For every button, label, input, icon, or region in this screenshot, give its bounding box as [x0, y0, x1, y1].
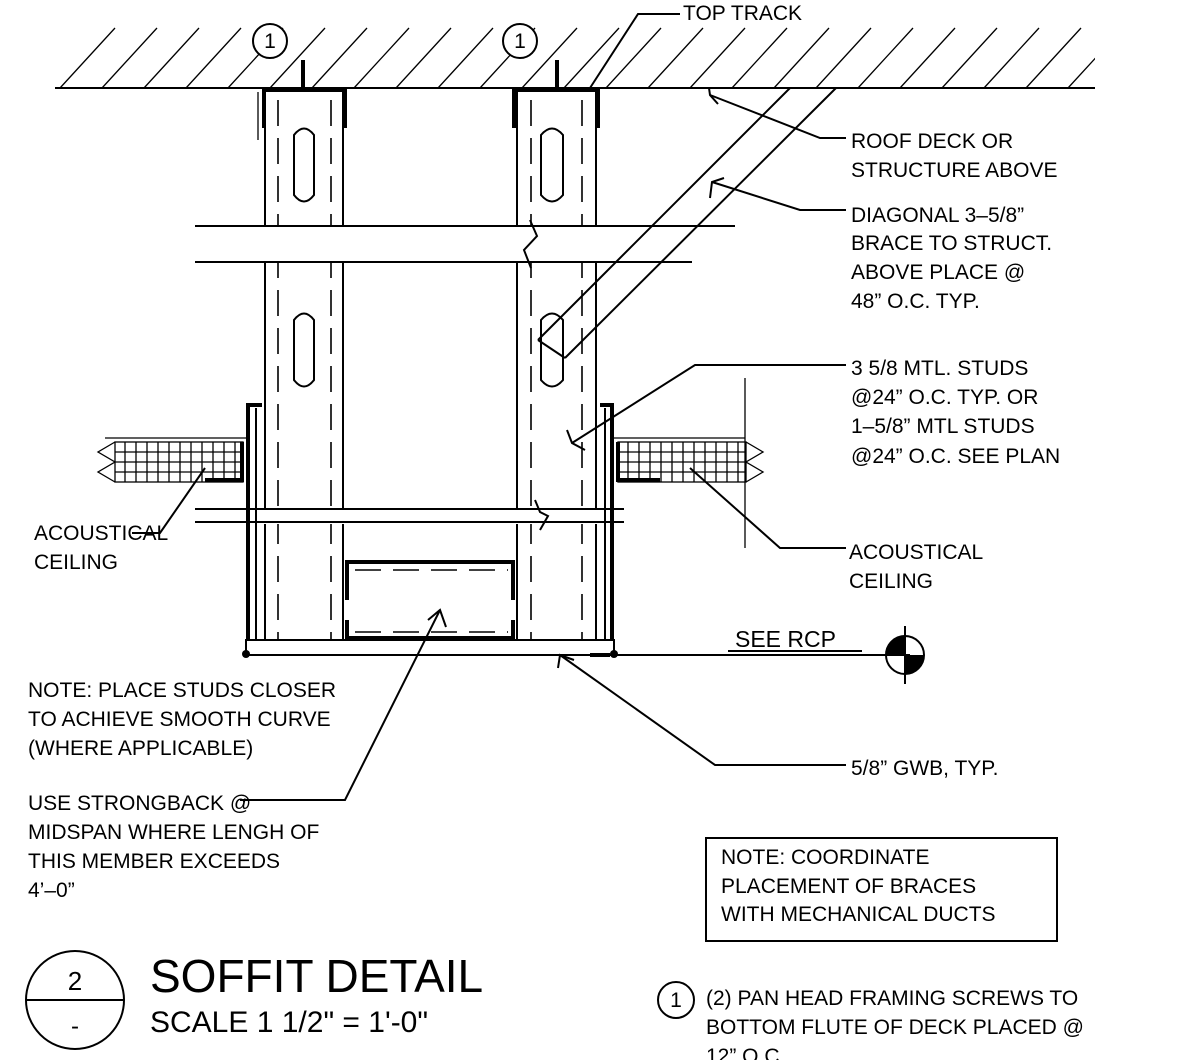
- coordinate-note-box: [705, 837, 1058, 942]
- tag-1-right: 1: [514, 30, 526, 53]
- see-rcp-symbol: [600, 626, 925, 684]
- stud-left: [264, 90, 344, 640]
- note-strongback-4: 4’–0”: [28, 879, 75, 902]
- label-studs-4: @24” O.C. SEE PLAN: [851, 445, 1060, 468]
- label-studs-2: @24” O.C. TYP. OR: [851, 386, 1038, 409]
- note-studs-1: NOTE: PLACE STUDS CLOSER: [28, 679, 336, 702]
- acoustical-ceiling-right-panel: [616, 441, 765, 483]
- footnote-tag-circle: [657, 981, 695, 1019]
- label-acoustical-left-2: CEILING: [34, 551, 118, 574]
- note-strongback-2: MIDSPAN WHERE LENGH OF: [28, 821, 319, 844]
- label-acoustical-right-1: ACOUSTICAL: [849, 541, 983, 564]
- detail-title: SOFFIT DETAIL: [150, 950, 483, 1002]
- diagonal-brace: [537, 87, 837, 359]
- note-strongback-1: USE STRONGBACK @: [28, 792, 251, 815]
- break-line-upper: [195, 219, 740, 269]
- tag-1-left: 1: [264, 30, 276, 53]
- sheet-number: -: [71, 1013, 79, 1040]
- note-strongback-3: THIS MEMBER EXCEEDS: [28, 850, 280, 873]
- roof-deck: [55, 27, 1095, 89]
- label-roof-deck-1: ROOF DECK OR: [851, 130, 1013, 153]
- note-studs-2: TO ACHIEVE SMOOTH CURVE: [28, 708, 331, 731]
- soffit-walls: [105, 378, 746, 640]
- label-studs-3: 1–5/8” MTL STUDS: [851, 415, 1035, 438]
- label-gwb: 5/8” GWB, TYP.: [851, 757, 998, 780]
- top-track-right: [502, 23, 600, 128]
- footnote-line-3: 12” O.C.: [706, 1045, 785, 1060]
- acoustical-ceiling-left-panel: [96, 441, 244, 483]
- label-roof-deck-2: STRUCTURE ABOVE: [851, 159, 1058, 182]
- label-see-rcp: SEE RCP: [735, 626, 836, 652]
- detail-number: 2: [68, 966, 82, 996]
- strongback: [345, 560, 515, 640]
- note-coordinate-1: NOTE: COORDINATE: [721, 846, 929, 869]
- footnote-line-2: BOTTOM FLUTE OF DECK PLACED @: [706, 1016, 1084, 1039]
- note-coordinate-2: PLACEMENT OF BRACES: [721, 875, 976, 898]
- break-line-lower: [195, 499, 625, 531]
- label-diagonal-3: ABOVE PLACE @: [851, 261, 1025, 284]
- leaders: [132, 13, 846, 801]
- label-diagonal-2: BRACE TO STRUCT.: [851, 232, 1052, 255]
- footnote-tag-number: 1: [670, 989, 682, 1012]
- note-studs-3: (WHERE APPLICABLE): [28, 737, 253, 760]
- note-coordinate-3: WITH MECHANICAL DUCTS: [721, 903, 996, 926]
- label-diagonal-4: 48” O.C. TYP.: [851, 290, 980, 313]
- label-acoustical-right-2: CEILING: [849, 570, 933, 593]
- label-studs-1: 3 5/8 MTL. STUDS: [851, 357, 1028, 380]
- footnote-line-1: (2) PAN HEAD FRAMING SCREWS TO: [706, 987, 1078, 1010]
- stud-right: [516, 90, 597, 640]
- detail-bubble: [25, 950, 125, 1050]
- detail-scale: SCALE 1 1/2" = 1'-0": [150, 1006, 428, 1039]
- label-acoustical-left-1: ACOUSTICAL: [34, 522, 168, 545]
- label-top-track: TOP TRACK: [683, 2, 802, 25]
- label-diagonal-1: DIAGONAL 3–5/8”: [851, 204, 1024, 227]
